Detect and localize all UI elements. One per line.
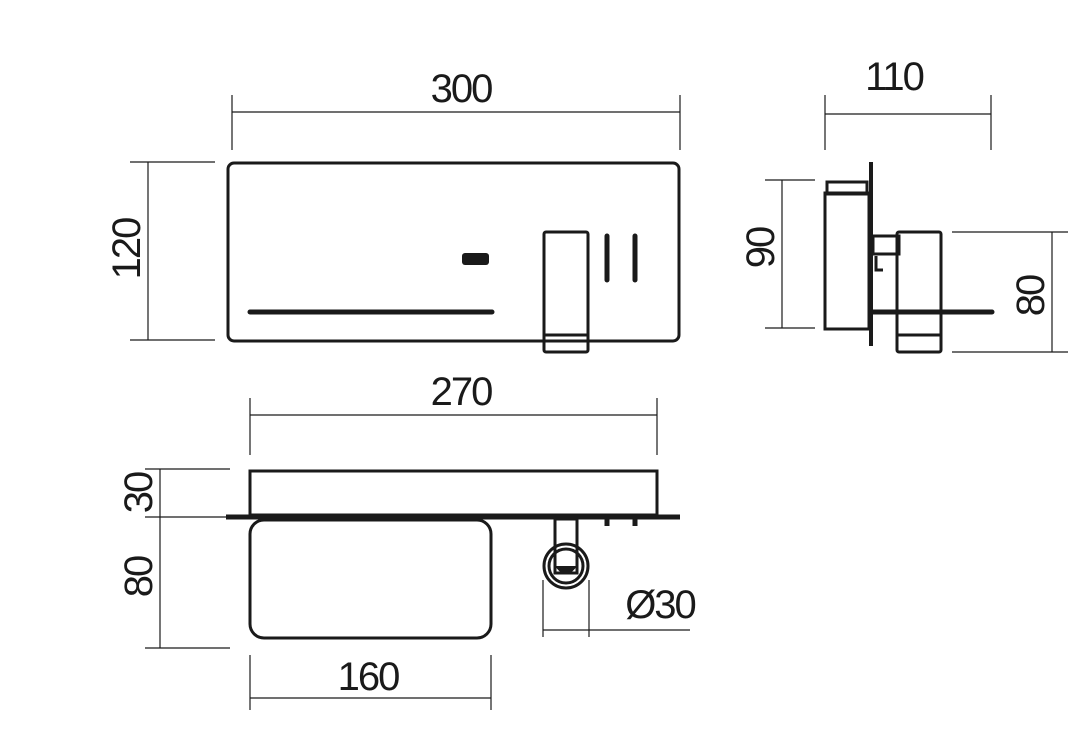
top-thickness-label: 30 [117, 472, 161, 513]
top-lamp-head [542, 542, 590, 590]
side-housing [823, 191, 871, 331]
top-diameter-dimension: Ø30 [542, 580, 698, 637]
side-plate-height-dimension: 90 [739, 179, 815, 329]
usb-port-icon [462, 253, 489, 265]
side-view: 110 90 80 [739, 55, 1068, 354]
front-height-dimension: 120 [105, 161, 215, 341]
side-lamp-head [895, 230, 943, 354]
top-housing [248, 469, 659, 517]
front-view: 300 120 [105, 67, 681, 354]
top-shelf-depth-label: 80 [117, 556, 161, 597]
top-shelf-width-label: 160 [338, 655, 399, 699]
side-depth-label: 110 [865, 55, 924, 99]
front-height-label: 120 [105, 218, 149, 279]
top-length-dimension: 270 [249, 370, 658, 455]
side-depth-dimension: 110 [824, 55, 992, 150]
top-shelf-depth-dimension: 80 [117, 517, 230, 649]
top-diameter-label: Ø30 [625, 583, 695, 627]
side-lamp-height-dimension: 80 [952, 231, 1068, 353]
front-body-outline [226, 161, 681, 343]
top-shelf-width-dimension: 160 [249, 655, 492, 710]
front-width-label: 300 [431, 67, 492, 111]
top-view: 270 30 80 Ø [117, 370, 698, 710]
front-width-dimension: 300 [231, 67, 681, 150]
side-plate-height-label: 90 [739, 227, 783, 268]
top-shelf [248, 518, 493, 640]
side-lamp-height-label: 80 [1009, 275, 1053, 316]
top-thickness-dimension: 30 [117, 468, 230, 518]
top-length-label: 270 [431, 370, 492, 414]
front-lamp-head [542, 230, 590, 354]
